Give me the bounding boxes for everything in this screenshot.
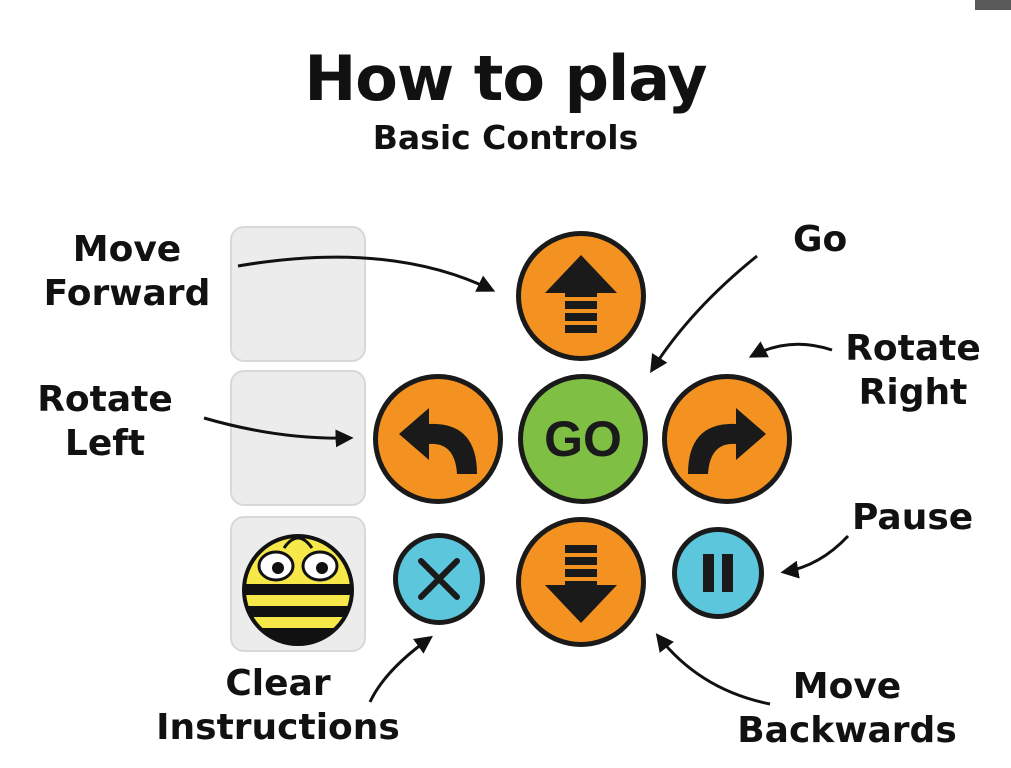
page-subtitle: Basic Controls <box>372 118 639 157</box>
go-button-label: GO <box>544 411 622 467</box>
label-move-forward-line2: Forward <box>43 273 211 314</box>
pause-button[interactable] <box>672 527 764 619</box>
rotate-right-icon <box>688 408 766 474</box>
arrow-move-backwards <box>655 633 771 706</box>
label-move-forward-line1: Move <box>72 229 182 270</box>
label-clear-line1: Clear <box>225 663 331 704</box>
arrow-go <box>650 254 758 374</box>
clear-x-icon <box>418 558 460 600</box>
label-rotate-right-line2: Right <box>858 372 968 413</box>
rotate-right-button[interactable] <box>662 374 792 504</box>
arrow-move-forward <box>237 255 496 292</box>
label-move-backwards: Move Backwards <box>722 665 972 753</box>
arrow-rotate-right <box>748 341 833 358</box>
arrow-clear-instructions <box>368 635 433 703</box>
label-rotate-left-line2: Left <box>64 423 146 464</box>
arrow-rotate-left <box>203 416 354 448</box>
rotate-left-icon <box>399 408 477 474</box>
label-move-backwards-line2: Backwards <box>737 710 957 751</box>
label-clear-instructions: Clear Instructions <box>148 662 408 750</box>
label-pause: Pause <box>852 497 974 538</box>
label-clear-line2: Instructions <box>156 707 400 748</box>
bee-robot-icon <box>242 534 354 646</box>
page-title: How to play <box>304 42 707 115</box>
clear-instructions-button[interactable] <box>393 533 485 625</box>
label-rotate-left-line1: Rotate <box>37 379 173 420</box>
backward-arrow-icon <box>545 545 617 623</box>
label-go: Go <box>793 219 848 260</box>
forward-arrow-icon <box>545 255 617 333</box>
go-button[interactable]: GO <box>518 374 648 504</box>
instruction-slot-1 <box>230 226 366 362</box>
label-move-forward: Move Forward <box>32 228 222 316</box>
rotate-left-button[interactable] <box>373 374 503 504</box>
pause-icon <box>703 554 733 592</box>
label-rotate-right-line1: Rotate <box>845 328 981 369</box>
corner-tab[interactable] <box>975 0 1011 10</box>
arrow-pause <box>780 534 850 579</box>
move-backwards-button[interactable] <box>516 517 646 647</box>
label-rotate-right: Rotate Right <box>838 327 988 415</box>
move-forward-button[interactable] <box>516 231 646 361</box>
label-move-backwards-line1: Move <box>792 666 902 707</box>
label-rotate-left: Rotate Left <box>30 378 180 466</box>
